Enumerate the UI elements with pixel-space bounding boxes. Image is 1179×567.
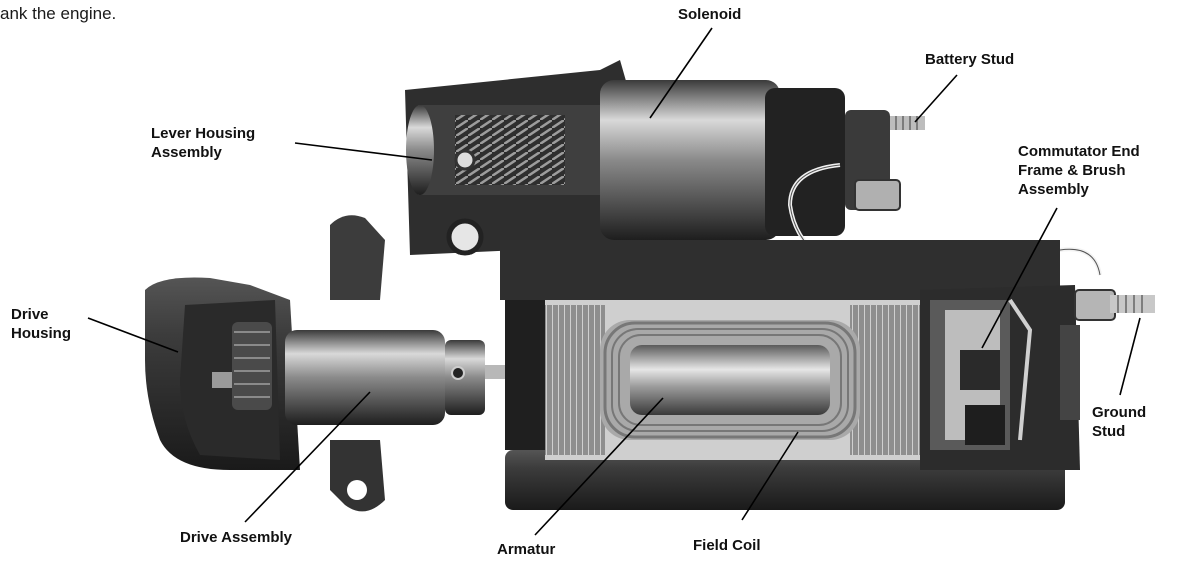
- label-drive-assembly: Drive Assembly: [180, 529, 293, 546]
- label-solenoid: Solenoid: [678, 6, 742, 23]
- commutator-end-frame-shape: [920, 285, 1155, 470]
- label-battery-stud: Battery Stud: [925, 51, 1015, 68]
- leader-lines: [87, 27, 1141, 536]
- leader-line-field-coil: [741, 431, 799, 521]
- drive-assembly-shape: [285, 330, 545, 425]
- lever-housing-shape: [405, 60, 630, 256]
- leader-line-lever-housing: [294, 142, 433, 161]
- leader-line-battery-stud: [914, 74, 958, 123]
- label-armatur: Armatur: [497, 541, 556, 558]
- drive-housing-shape: [145, 215, 385, 512]
- leader-line-drive-housing: [87, 317, 179, 353]
- label-lever-housing-assembly: Lever Housing Assembly: [151, 125, 256, 161]
- label-drive-housing: Drive Housing: [11, 306, 71, 342]
- leader-line-ground-stud: [1119, 317, 1141, 396]
- label-ground-stud: Ground Stud: [1092, 404, 1147, 440]
- intro-text: ank the engine.: [0, 4, 117, 23]
- solenoid-shape: [600, 80, 1102, 278]
- leader-line-commutator: [981, 207, 1058, 349]
- field-coil-shape: [603, 321, 857, 439]
- leader-line-drive-assembly: [244, 391, 371, 523]
- leader-line-armatur: [534, 397, 664, 536]
- armature-shape: [545, 305, 930, 455]
- label-field-coil: Field Coil: [693, 537, 761, 554]
- label-commutator-end-frame: Commutator End Frame & Brush Assembly: [1018, 143, 1140, 198]
- leader-line-solenoid: [649, 27, 713, 119]
